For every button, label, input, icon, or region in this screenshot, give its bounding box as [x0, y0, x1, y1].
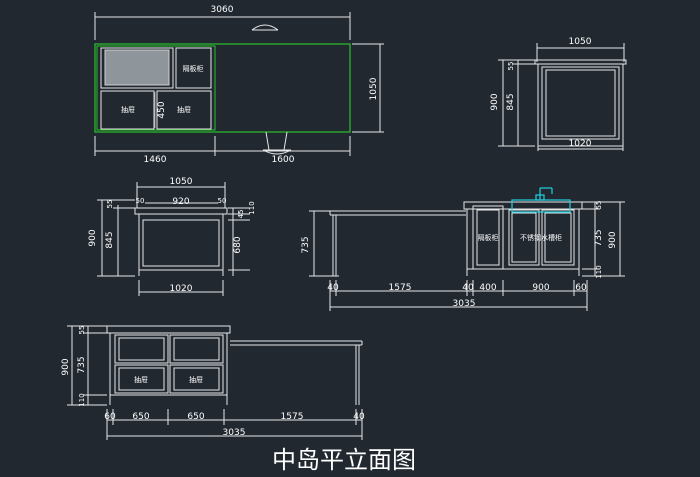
plan-inner-height-label: 450 — [157, 101, 167, 118]
front-height-total: 900 — [608, 231, 618, 248]
side-left-height-total: 900 — [88, 229, 98, 246]
side-left-dim-55: 55 — [106, 200, 114, 209]
plan-partition-label: 隔板柜 — [183, 64, 204, 73]
front-dim-110: 110 — [595, 265, 603, 278]
front-seg-5: 60 — [575, 283, 587, 293]
front-seg-4: 900 — [532, 283, 549, 293]
back-total: 3035 — [223, 428, 246, 438]
front-seg-2: 40 — [462, 283, 474, 293]
front-seg-3: 400 — [479, 283, 496, 293]
plan-right-width-label: 1600 — [272, 155, 295, 165]
side-right-height-total: 900 — [490, 93, 500, 110]
side-left-width-bottom: 1020 — [170, 284, 193, 294]
side-left-height-main: 845 — [105, 231, 115, 248]
side-left-width-inner: 920 — [172, 197, 189, 207]
front-height-main: 735 — [594, 229, 604, 246]
front-seg-0: 40 — [327, 283, 339, 293]
plan-drawer-2-label: 抽屉 — [177, 105, 191, 114]
back-dim-110: 110 — [78, 393, 86, 406]
side-left-width-top: 1050 — [170, 177, 193, 187]
back-seg-3: 1575 — [281, 412, 304, 422]
side-view-right — [498, 43, 627, 151]
back-seg-2: 650 — [187, 412, 204, 422]
back-seg-0: 60 — [104, 412, 116, 422]
side-left-dim-110: 110 — [248, 201, 256, 214]
back-seg-4: 40 — [353, 412, 365, 422]
back-drawer-2-label: 抽屉 — [189, 375, 203, 384]
back-drawer-1-label: 抽屉 — [134, 375, 148, 384]
back-view — [67, 325, 363, 440]
faucet-icon — [511, 187, 571, 213]
plan-depth-label: 1050 — [369, 77, 379, 100]
plan-drawer-1-label: 抽屉 — [121, 105, 135, 114]
back-height-total: 900 — [61, 358, 71, 375]
side-right-height-main: 845 — [506, 93, 516, 110]
front-partition-label: 隔板柜 — [478, 233, 499, 242]
side-right-top-offset: 55 — [507, 62, 515, 71]
front-seg-1: 1575 — [389, 283, 412, 293]
back-dim-55: 55 — [78, 326, 86, 335]
back-height-main: 735 — [77, 356, 87, 373]
front-total: 3035 — [453, 299, 476, 309]
front-height-left: 735 — [301, 236, 311, 253]
side-right-width-bottom: 1020 — [569, 139, 592, 149]
back-seg-1: 650 — [132, 412, 149, 422]
side-left-height-inner: 680 — [233, 236, 243, 253]
drawing-title: 中岛平立面图 — [272, 446, 416, 474]
front-sink-label: 不锈钢水槽柜 — [520, 233, 562, 242]
plan-view — [94, 12, 384, 156]
plan-left-width-label: 1460 — [144, 155, 167, 165]
side-view-left — [97, 182, 250, 296]
side-left-dim-50-right: 50 — [218, 197, 227, 205]
side-left-dim-45: 45 — [237, 210, 245, 219]
side-left-dim-50-left: 50 — [136, 197, 145, 205]
side-right-width-top: 1050 — [569, 37, 592, 47]
front-view — [309, 201, 625, 311]
plan-top-width-label: 3060 — [211, 5, 234, 15]
front-dim-55: 55 — [595, 201, 603, 210]
